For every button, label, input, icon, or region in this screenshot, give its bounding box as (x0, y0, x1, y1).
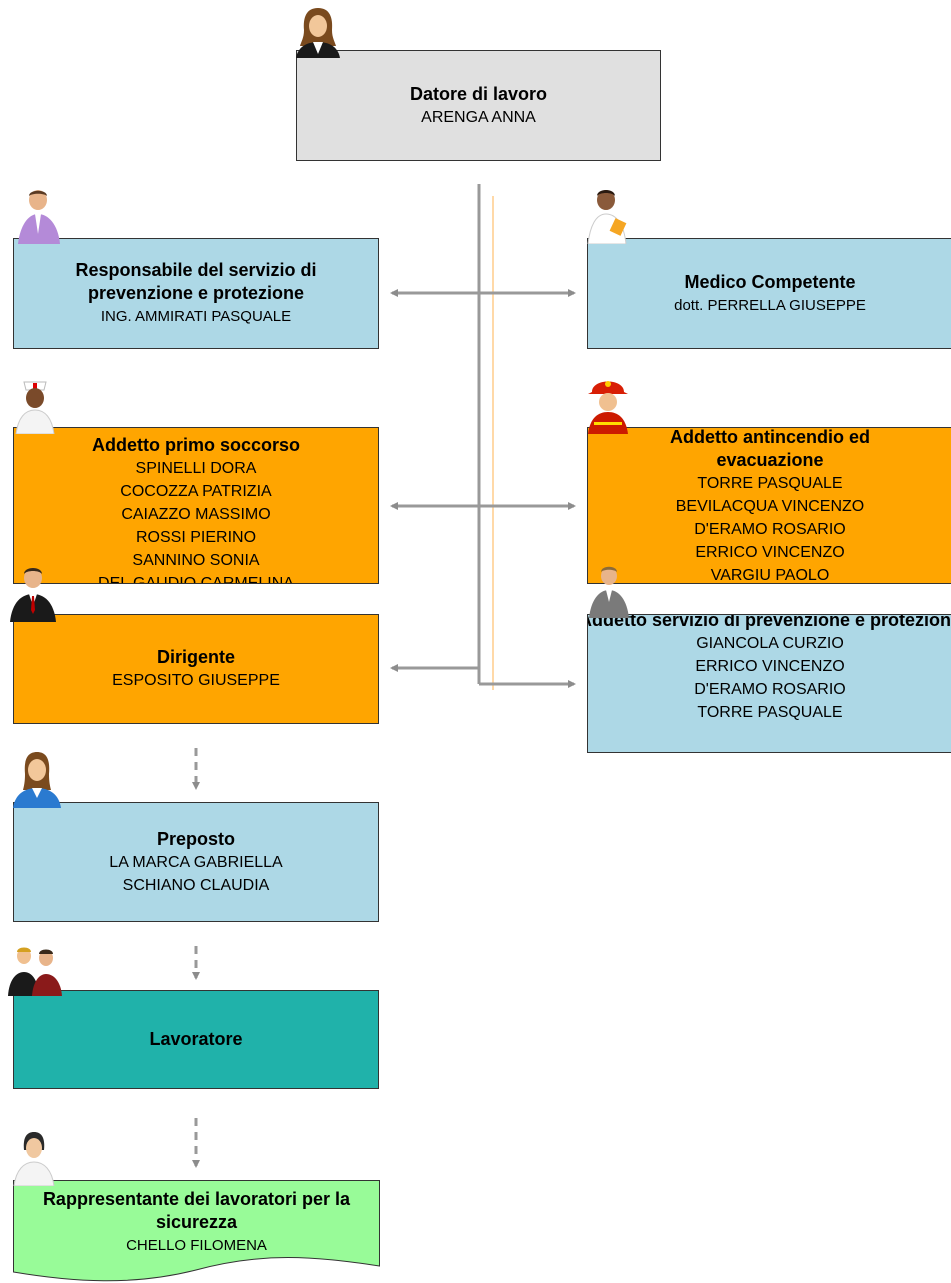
node-datore[interactable]: Datore di lavoro ARENGA ANNA (296, 50, 661, 161)
node-title: Addetto primo soccorso (91, 435, 301, 455)
node-title: Addetto antincendio ed evacuazione (670, 427, 870, 470)
rls-shape (13, 1180, 380, 1282)
supervisor-icon (13, 752, 61, 808)
node-title: Preposto (156, 828, 235, 849)
node-name: SANNINO SONIA (132, 552, 260, 569)
businesswoman-icon (296, 8, 340, 58)
node-name: CHELLO FILOMENA (126, 1237, 267, 1254)
node-name: dott. PERRELLA GIUSEPPE (674, 296, 866, 314)
node-title: Addetto servizio di prevenzione e protez… (587, 614, 951, 630)
node-name: CAIAZZO MASSIMO (121, 506, 271, 523)
doctor-icon (587, 190, 627, 244)
workers-group-icon (8, 947, 62, 996)
node-name: ARENGA ANNA (421, 108, 536, 126)
node-primo-soccorso[interactable]: Addetto primo soccorso SPINELLI DORA COC… (13, 427, 379, 584)
node-name: ING. AMMIRATI PASQUALE (100, 308, 292, 325)
node-name: D'ERAMO ROSARIO (694, 681, 846, 698)
node-rspp[interactable]: Responsabile del servizio di prevenzione… (13, 238, 379, 349)
node-preposto[interactable]: Preposto LA MARCA GABRIELLA SCHIANO CLAU… (13, 802, 379, 922)
node-name: COCOZZA PATRIZIA (120, 483, 272, 500)
node-title: Dirigente (156, 647, 235, 667)
node-title: Rappresentante dei lavoratori per la sic… (42, 1189, 351, 1232)
firefighter-icon (588, 381, 628, 434)
node-name: TORRE PASQUALE (697, 704, 843, 721)
manager-icon (10, 568, 56, 622)
node-antincendio[interactable]: Addetto antincendio ed evacuazione TORRE… (587, 427, 951, 584)
node-name: GIANCOLA CURZIO (696, 635, 844, 652)
node-name: LA MARCA GABRIELLA (109, 853, 283, 871)
node-medico[interactable]: Medico Competente dott. PERRELLA GIUSEPP… (587, 238, 951, 349)
node-lavoratore[interactable]: Lavoratore (13, 990, 379, 1089)
node-name: VARGIU PAOLO (710, 567, 830, 584)
node-aspp[interactable]: Addetto servizio di prevenzione e protez… (587, 614, 951, 753)
node-name: ESPOSITO GIUSEPPE (112, 672, 280, 689)
node-name: BEVILACQUA VINCENZO (675, 498, 865, 515)
node-name: DEL GAUDIO CARMELINA (98, 575, 294, 584)
node-name: SPINELLI DORA (135, 460, 257, 477)
businessman-icon (589, 566, 629, 618)
node-title: Responsabile del servizio di prevenzione… (75, 260, 317, 303)
office-worker-icon (18, 190, 60, 244)
nurse-icon (15, 381, 55, 434)
node-title: Medico Competente (684, 271, 856, 292)
node-name: D'ERAMO ROSARIO (694, 521, 846, 538)
representative-icon (13, 1132, 55, 1186)
node-title: Lavoratore (149, 1029, 243, 1049)
node-name: ROSSI PIERINO (135, 529, 257, 546)
node-title: Datore di lavoro (409, 83, 548, 104)
node-dirigente[interactable]: Dirigente ESPOSITO GIUSEPPE (13, 614, 379, 724)
node-rls[interactable]: Rappresentante dei lavoratori per la sic… (13, 1180, 380, 1272)
node-name: ERRICO VINCENZO (695, 544, 845, 561)
node-name: SCHIANO CLAUDIA (122, 876, 270, 894)
node-name: TORRE PASQUALE (697, 475, 843, 492)
node-name: ERRICO VINCENZO (695, 658, 845, 675)
